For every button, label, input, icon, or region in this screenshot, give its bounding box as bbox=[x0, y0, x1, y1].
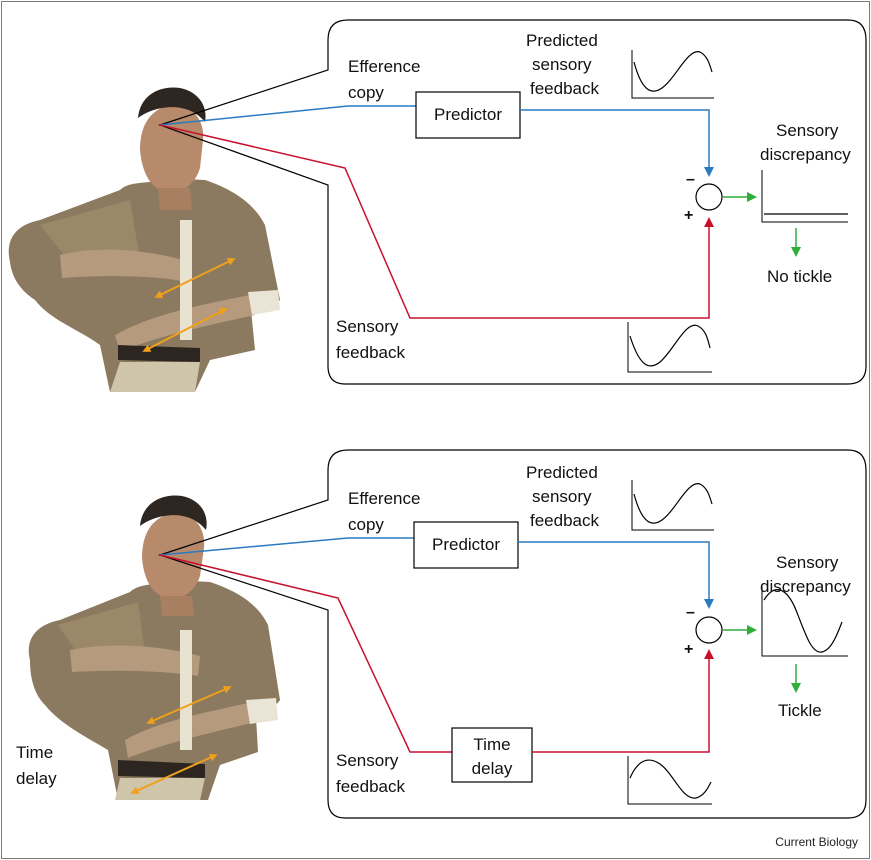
predicted-feedback-graph bbox=[631, 50, 714, 99]
outline-line-lower bbox=[158, 449, 867, 819]
feedback-label-2: feedback bbox=[336, 343, 405, 362]
time-delay-box bbox=[451, 727, 533, 783]
predicted-label-3: feedback bbox=[530, 79, 599, 98]
panel-bottom: Predictor Time delay – + bbox=[16, 449, 867, 819]
predicted-label-1: Predicted bbox=[526, 463, 598, 482]
feedback-label-1: Sensory bbox=[336, 751, 399, 770]
discrepancy-label-2-bottom: discrepancy bbox=[760, 577, 851, 596]
efference-path bbox=[159, 105, 416, 126]
sensory-path bbox=[159, 554, 452, 753]
panel-top: Predictor – + Efference copy bbox=[8, 19, 867, 392]
discrepancy-label-1: Sensory bbox=[776, 553, 839, 572]
efference-label-2: copy bbox=[348, 515, 384, 534]
discrepancy-label-1: Sensory bbox=[776, 121, 839, 140]
predicted-feedback-graph bbox=[631, 480, 714, 531]
plus-sign: + bbox=[684, 641, 693, 658]
outcome-label: Tickle bbox=[778, 701, 822, 720]
prediction-path bbox=[520, 109, 714, 177]
time-delay-box-label-2: delay bbox=[472, 759, 513, 778]
predictor-box bbox=[413, 521, 519, 569]
force-arrow bbox=[130, 753, 218, 795]
predicted-label-2: sensory bbox=[532, 487, 592, 506]
delayed-sensory-path bbox=[532, 649, 714, 753]
comparator bbox=[695, 616, 723, 644]
efference-label-2: copy bbox=[348, 83, 384, 102]
time-delay-box-label-1: Time bbox=[473, 735, 510, 754]
sensory-feedback-graph bbox=[627, 322, 712, 373]
time-delay-side-label-1: Time bbox=[16, 743, 53, 762]
credit-label: Current Biology bbox=[775, 835, 858, 849]
feedback-label-2: feedback bbox=[336, 777, 405, 796]
predicted-label-1: Predicted bbox=[526, 31, 598, 50]
minus-sign: – bbox=[686, 604, 695, 621]
discrepancy-graph-flat bbox=[761, 170, 848, 223]
predicted-label-3: feedback bbox=[530, 511, 599, 530]
outcome-label: No tickle bbox=[767, 267, 832, 286]
force-arrow bbox=[146, 685, 232, 725]
sensory-feedback-graph bbox=[627, 756, 712, 805]
person-figure-top bbox=[8, 87, 280, 392]
efference-label-1: Efference bbox=[348, 489, 420, 508]
person-figure-bottom bbox=[28, 495, 280, 800]
predictor-label: Predictor bbox=[432, 535, 500, 554]
comparator bbox=[695, 183, 723, 211]
efference-label-1: Efference bbox=[348, 57, 420, 76]
force-arrow bbox=[154, 258, 236, 298]
sensory-path bbox=[159, 124, 714, 319]
prediction-path bbox=[518, 541, 714, 609]
time-delay-side-label-2: delay bbox=[16, 769, 57, 788]
minus-sign: – bbox=[686, 171, 695, 188]
predicted-label-2: sensory bbox=[532, 55, 592, 74]
feedback-label-1: Sensory bbox=[336, 317, 399, 336]
discrepancy-label-2: discrepancy bbox=[760, 145, 851, 164]
force-arrow bbox=[142, 308, 228, 352]
predictor-label: Predictor bbox=[434, 105, 502, 124]
predictor-box bbox=[415, 91, 521, 139]
outline-line-upper bbox=[158, 19, 867, 385]
plus-sign: + bbox=[684, 207, 693, 224]
discrepancy-graph-wave bbox=[761, 584, 848, 657]
efference-path bbox=[159, 537, 414, 556]
